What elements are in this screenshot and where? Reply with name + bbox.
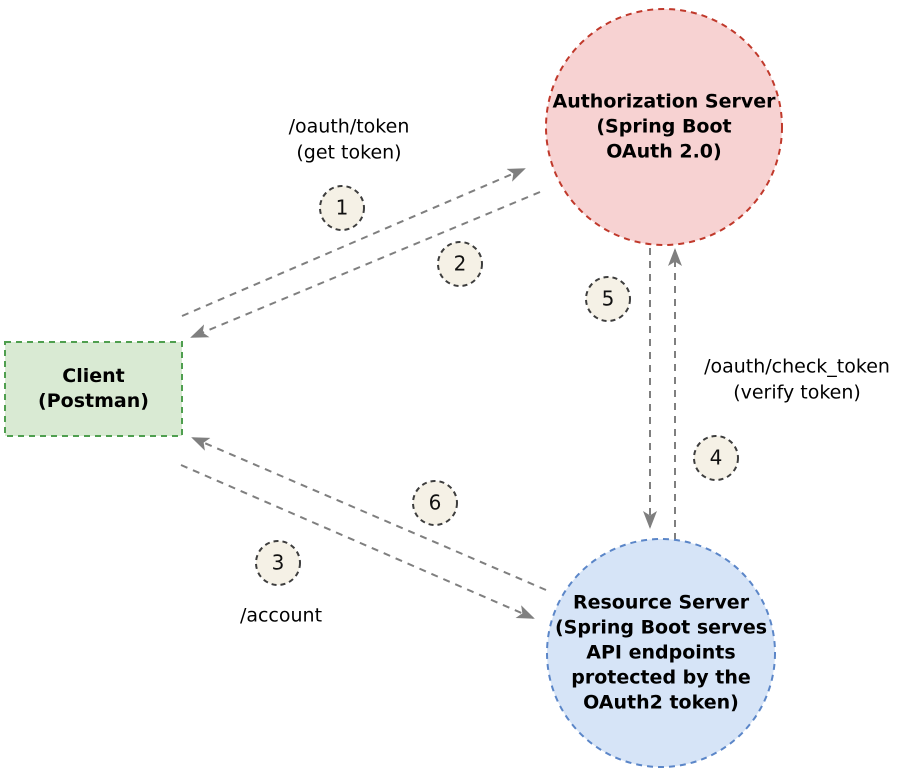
step-badge-2: 2 xyxy=(437,241,483,287)
resource-server-label-line-3: API endpoints xyxy=(586,642,735,664)
step-badge-2-circle xyxy=(437,241,483,287)
edges-layer xyxy=(180,168,682,619)
resource-server-label-line-1: Resource Server xyxy=(573,592,750,614)
step-badge-6-label: 6 xyxy=(429,491,442,515)
step-badge-6-circle xyxy=(412,480,458,526)
authorization-server-label-line-3: OAuth 2.0) xyxy=(606,141,721,163)
edge-client-to-auth-get-token xyxy=(181,168,526,317)
edge-client-to-resource-account xyxy=(180,464,535,619)
edge-label-oauth-token-line-1: /oauth/token xyxy=(289,116,410,138)
resource-server-label-line-4: protected by the xyxy=(571,667,751,689)
step-badge-5-circle xyxy=(585,276,631,322)
step-badges-layer: 1 2 3 4 5 6 xyxy=(255,185,739,586)
authorization-server-label-line-2: (Spring Boot xyxy=(596,116,731,138)
edge-label-account-line-1: /account xyxy=(240,605,322,627)
step-badge-5-label: 5 xyxy=(602,287,615,311)
edge-label-oauth-check-token: /oauth/check_token (verify token) xyxy=(704,356,890,404)
edge-label-oauth-token-line-2: (get token) xyxy=(296,142,401,164)
step-badge-4-circle xyxy=(693,435,739,481)
authorization-server-label-line-1: Authorization Server xyxy=(552,91,776,113)
resource-server-label-line-2: (Spring Boot serves xyxy=(555,617,767,639)
client-postman-label-line-2: (Postman) xyxy=(38,390,149,412)
step-badge-1: 1 xyxy=(319,185,365,231)
step-badge-5: 5 xyxy=(585,276,631,322)
edge-label-oauth-check-token-line-2: (verify token) xyxy=(733,382,861,404)
client-postman-shape xyxy=(4,341,183,437)
edge-resource-to-client-response xyxy=(191,437,547,591)
step-badge-2-label: 2 xyxy=(454,252,467,276)
resource-server-label-line-5: OAuth2 token) xyxy=(583,692,739,714)
step-badge-3-circle xyxy=(255,540,301,586)
node-client-postman: Client (Postman) xyxy=(4,341,183,437)
step-badge-4: 4 xyxy=(693,435,739,481)
step-badge-1-circle xyxy=(319,185,365,231)
step-badge-1-label: 1 xyxy=(336,196,349,220)
edge-label-account: /account xyxy=(240,605,322,627)
resource-server-shape xyxy=(546,538,776,768)
edge-labels-layer: /oauth/token (get token) /oauth/check_toke… xyxy=(240,116,890,627)
step-badge-3-label: 3 xyxy=(272,551,285,575)
client-postman-label-line-1: Client xyxy=(62,365,124,387)
edge-label-oauth-token: /oauth/token (get token) xyxy=(289,116,410,164)
edge-auth-to-client-token-response xyxy=(190,191,541,338)
step-badge-4-label: 4 xyxy=(710,446,723,470)
authorization-server-shape xyxy=(545,8,783,246)
step-badge-6: 6 xyxy=(412,480,458,526)
step-badge-3: 3 xyxy=(255,540,301,586)
edge-label-oauth-check-token-line-1: /oauth/check_token xyxy=(704,356,890,378)
